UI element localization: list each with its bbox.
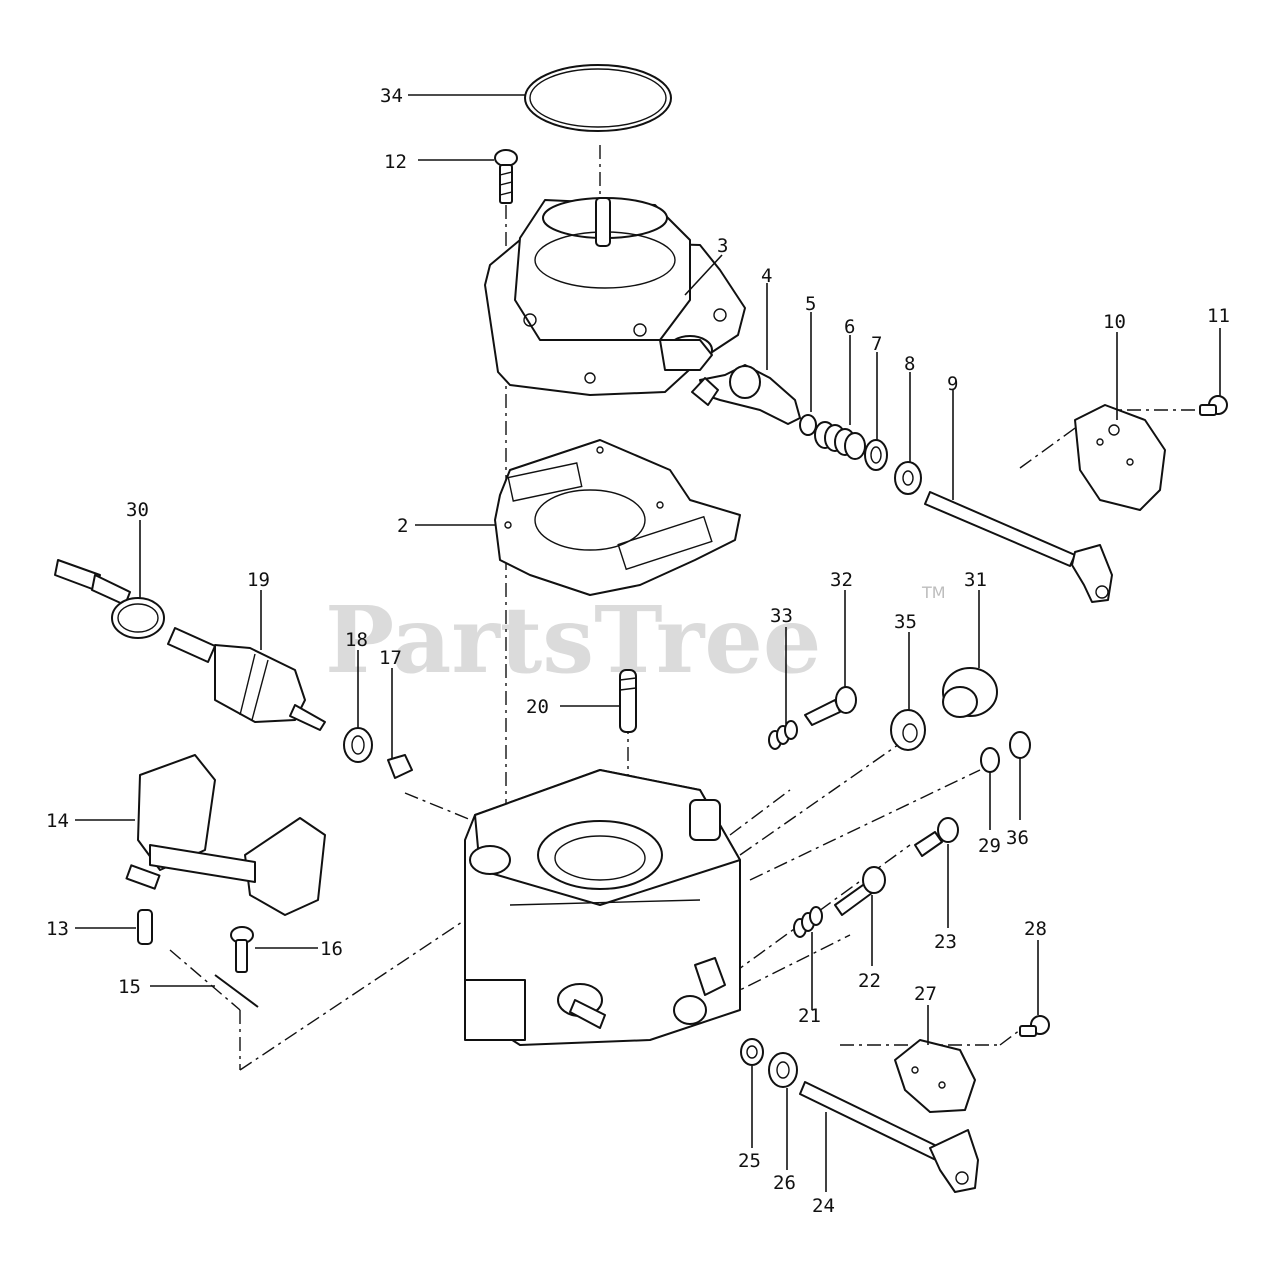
callout-21: 21 [798, 1005, 821, 1027]
throttle-body-3 [484, 197, 746, 396]
screw-32 [804, 686, 857, 726]
callout-3: 3 [717, 235, 728, 257]
spring-21 [793, 906, 823, 938]
callout-2: 2 [397, 515, 408, 537]
plug-17 [387, 754, 413, 779]
screw-16 [230, 926, 254, 973]
plate-10 [1074, 404, 1166, 511]
callout-10: 10 [1103, 311, 1126, 333]
callout-13: 13 [46, 918, 69, 940]
solenoid-19 [167, 627, 326, 731]
washer-18 [343, 727, 373, 763]
watermark-text: PartsTree [325, 586, 821, 694]
callout-6: 6 [844, 316, 855, 338]
clip-5 [799, 414, 817, 436]
callout-28: 28 [1024, 918, 1047, 940]
o-ring-29 [980, 747, 1000, 773]
carburetor-body [464, 769, 741, 1046]
callout-30: 30 [126, 499, 149, 521]
callout-33: 33 [770, 605, 793, 627]
callout-15: 15 [118, 976, 141, 998]
callout-23: 23 [934, 931, 957, 953]
callout-34: 34 [380, 85, 403, 107]
callout-7: 7 [871, 333, 882, 355]
callout-18: 18 [345, 629, 368, 651]
washer-25 [740, 1038, 764, 1066]
leader-lines [75, 94, 1221, 1192]
callout-12: 12 [384, 151, 407, 173]
watermark-trademark: TM [921, 583, 946, 602]
screw-11 [1199, 395, 1228, 416]
screw-28 [1019, 1015, 1050, 1037]
callout-36: 36 [1006, 827, 1029, 849]
plate-27 [894, 1039, 976, 1113]
plug-31 [942, 667, 998, 718]
callout-19: 19 [247, 569, 270, 591]
callout-16: 16 [320, 938, 343, 960]
callout-14: 14 [46, 810, 69, 832]
callout-5: 5 [805, 293, 816, 315]
callout-4: 4 [761, 265, 772, 287]
gasket-2 [494, 439, 741, 596]
needle-13 [137, 909, 153, 945]
callout-17: 17 [379, 647, 402, 669]
lever-4 [691, 364, 801, 425]
washer-35 [890, 709, 926, 751]
callout-9: 9 [947, 373, 958, 395]
screw-12 [494, 149, 518, 204]
callout-25: 25 [738, 1150, 761, 1172]
o-ring-36 [1009, 731, 1031, 759]
shaft-24 [799, 1081, 979, 1193]
pin-20 [619, 669, 637, 733]
callout-26: 26 [773, 1172, 796, 1194]
washer-7 [864, 439, 888, 471]
o-ring-34 [524, 64, 672, 132]
fuel-cutoff-valve-30 [54, 559, 165, 639]
callout-32: 32 [830, 569, 853, 591]
callout-24: 24 [812, 1195, 835, 1217]
callout-20: 20 [526, 696, 549, 718]
screw-23 [914, 817, 959, 857]
callout-27: 27 [914, 983, 937, 1005]
float-pin-15 [214, 974, 259, 1008]
callout-labels: 34 12 3 4 5 6 7 8 9 10 11 2 30 19 18 17 … [46, 85, 1230, 1217]
screw-22 [834, 866, 886, 916]
callout-35: 35 [894, 611, 917, 633]
callout-22: 22 [858, 970, 881, 992]
callout-31: 31 [964, 569, 987, 591]
callout-11: 11 [1207, 305, 1230, 327]
float-14 [125, 754, 326, 916]
spring-6 [814, 421, 866, 460]
callout-29: 29 [978, 835, 1001, 857]
bushing-26 [768, 1052, 798, 1088]
spring-33 [768, 720, 798, 750]
shaft-9 [924, 491, 1113, 603]
callout-8: 8 [904, 353, 915, 375]
bushing-8 [894, 461, 922, 495]
